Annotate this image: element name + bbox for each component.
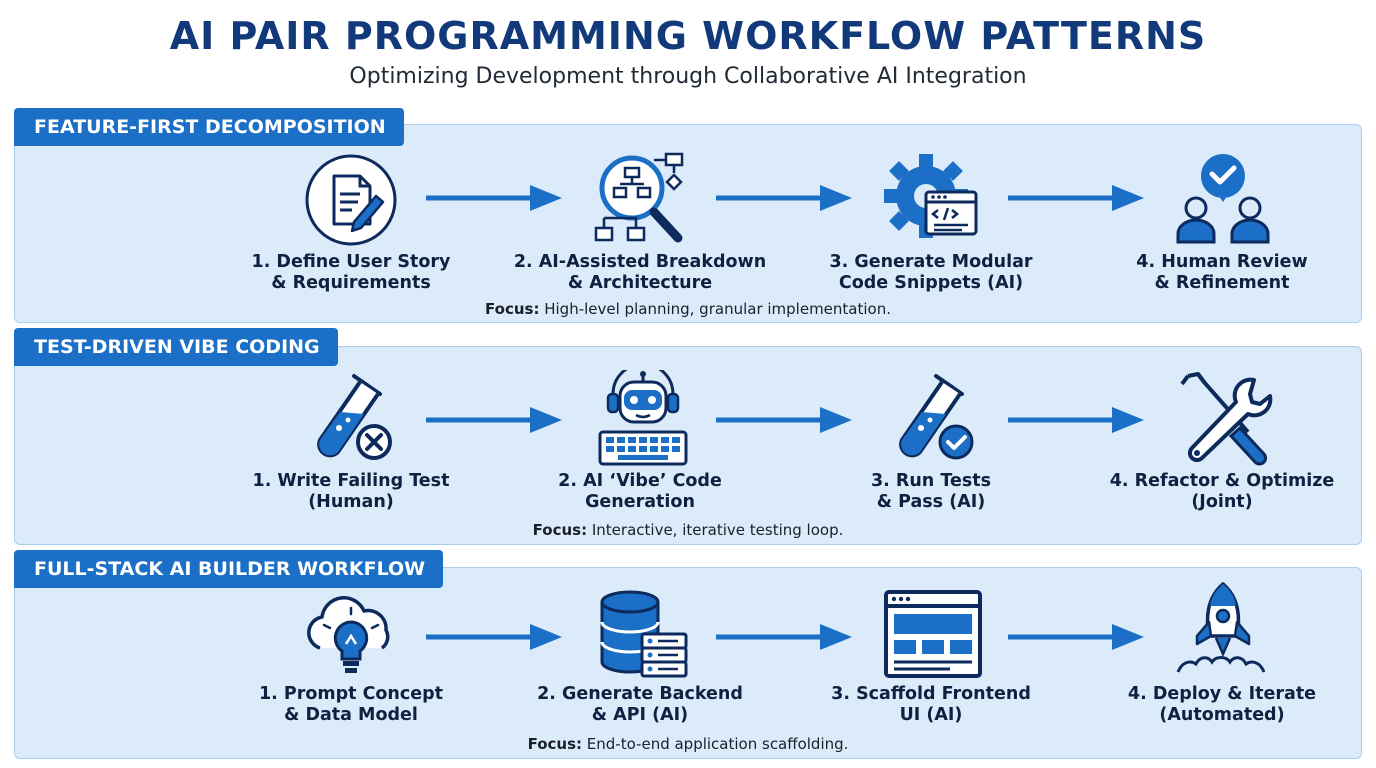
focus-note: Focus: Interactive, iterative testing lo… xyxy=(532,521,844,539)
flow-arrow xyxy=(1006,622,1146,652)
step-label: 1. Prompt Concept& Data Model xyxy=(258,684,444,725)
step-label: 1. Write Failing Test(Human) xyxy=(252,471,450,512)
flow-arrow xyxy=(424,622,564,652)
robot-keyboard-icon xyxy=(588,362,698,470)
flow-arrow xyxy=(1006,405,1146,435)
pattern-panel-feature-first xyxy=(14,124,1362,323)
browser-layout-icon xyxy=(878,588,988,688)
page-title: AI PAIR PROGRAMMING WORKFLOW PATTERNS xyxy=(169,14,1207,58)
test-tube-fail-icon xyxy=(296,370,406,470)
cloud-bulb-icon xyxy=(296,588,406,688)
page-subtitle: Optimizing Development through Collabora… xyxy=(349,64,1027,89)
focus-note: Focus: End-to-end application scaffoldin… xyxy=(527,735,849,753)
flow-arrow xyxy=(714,405,854,435)
step-label: 4. Human Review& Refinement xyxy=(1136,252,1308,293)
step-label: 2. Generate Backend& API (AI) xyxy=(537,684,743,725)
database-server-icon xyxy=(588,588,698,688)
test-tube-pass-icon xyxy=(878,370,988,470)
flow-arrow xyxy=(714,183,854,213)
step-label: 3. Run Tests& Pass (AI) xyxy=(870,471,992,512)
gear-code-window-icon xyxy=(878,150,988,250)
step-label: 4. Refactor & Optimize(Joint) xyxy=(1109,471,1335,512)
step-label: 4. Deploy & Iterate(Automated) xyxy=(1127,684,1317,725)
flow-arrow xyxy=(714,622,854,652)
pattern-tag-test-driven: TEST-DRIVEN VIBE CODING xyxy=(14,328,338,366)
focus-note: Focus: High-level planning, granular imp… xyxy=(485,300,891,318)
magnifier-flowchart-icon xyxy=(588,150,698,250)
pattern-tag-feature-first: FEATURE-FIRST DECOMPOSITION xyxy=(14,108,404,146)
step-label: 1. Define User Story& Requirements xyxy=(251,252,451,293)
document-pencil-icon xyxy=(296,150,406,250)
wrench-screwdriver-icon xyxy=(1168,370,1278,470)
pattern-tag-full-stack: FULL-STACK AI BUILDER WORKFLOW xyxy=(14,550,444,588)
flow-arrow xyxy=(424,183,564,213)
pattern-panel-test-driven xyxy=(14,346,1362,545)
pattern-panel-full-stack xyxy=(14,567,1362,759)
flow-arrow xyxy=(424,405,564,435)
rocket-icon xyxy=(1168,580,1278,680)
flow-arrow xyxy=(1006,183,1146,213)
step-label: 2. AI-Assisted Breakdown& Architecture xyxy=(513,252,767,293)
people-check-icon xyxy=(1168,150,1278,250)
